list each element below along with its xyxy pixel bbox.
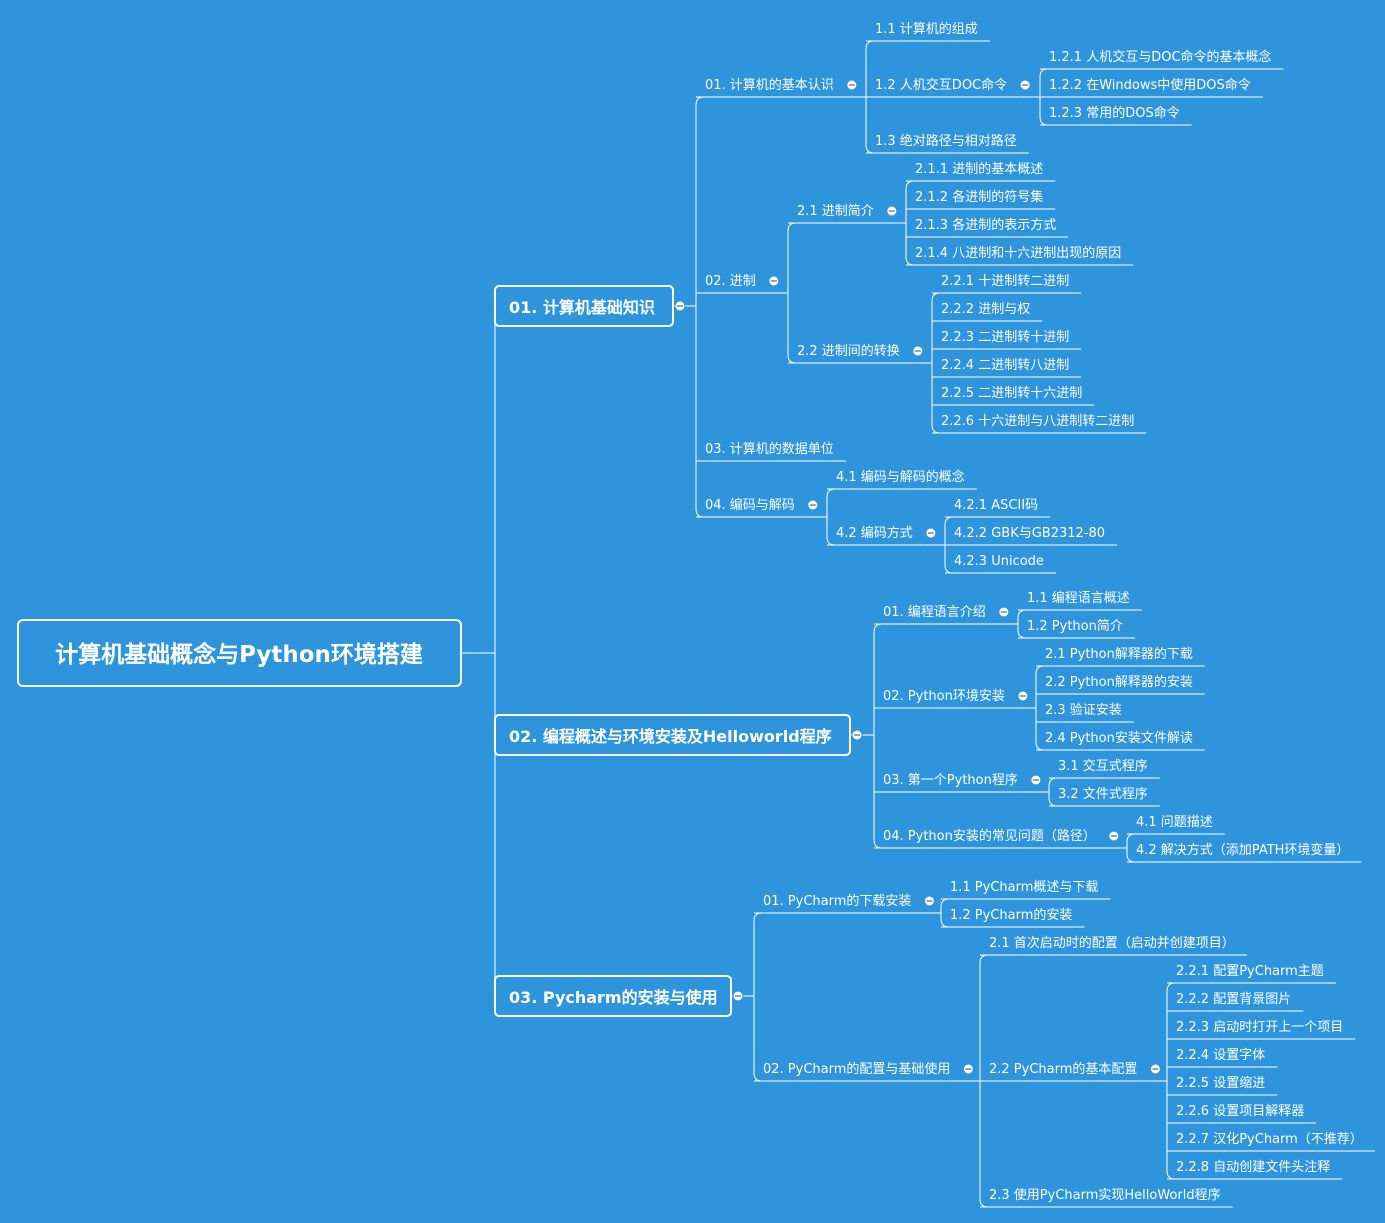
collapse-toggle-icon-1.1[interactable]: [1017, 690, 1029, 702]
topic-label-1-1-3: 2.4 Python安装文件解读: [1045, 731, 1193, 746]
topic-label-0-2: 03. 计算机的数据单位: [705, 441, 834, 457]
collapse-toggle-icon-0.1.1[interactable]: [912, 345, 924, 357]
topic-label-2-0: 01. PyCharm的下载安装: [763, 893, 911, 909]
topic-label-0-1-0-3: 2.1.4 八进制和十六进制出现的原因: [915, 245, 1121, 261]
topic-label-1-2-0: 3.1 交互式程序: [1058, 758, 1148, 774]
topic-label-2-1-1-1: 2.2.2 配置背景图片: [1176, 992, 1291, 1007]
topic-label-1-2-1: 3.2 文件式程序: [1058, 787, 1148, 802]
topic-label-1-3: 04. Python安装的常见问题（路径）: [883, 828, 1096, 844]
collapse-toggle-icon-2[interactable]: [732, 990, 744, 1002]
collapse-toggle-icon-1.3[interactable]: [1108, 830, 1120, 842]
topic-label-0-1-0: 2.1 进制简介: [797, 203, 874, 219]
connector-lines: [461, 40, 1375, 1208]
topic-label-0-3: 04. 编码与解码: [705, 498, 795, 513]
topic-label-2-1-1-6: 2.2.7 汉化PyCharm（不推荐）: [1176, 1132, 1363, 1147]
topic-label-2-1-1-5: 2.2.6 设置项目解释器: [1176, 1104, 1304, 1119]
topic-label-1-0-0: 1.1 编程语言概述: [1027, 591, 1130, 606]
topic-label-2-0-1: 1.2 PyCharm的安装: [950, 907, 1072, 923]
topic-label-2-1-1-0: 2.2.1 配置PyCharm主题: [1176, 964, 1324, 979]
topic-label-0-3-1-0: 4.2.1 ASCII码: [954, 498, 1038, 513]
root-topic-label: 计算机基础概念与Python环境搭建: [55, 641, 423, 668]
topic-label-0-3-1: 4.2 编码方式: [836, 525, 913, 541]
collapse-toggle-icon-2.1.1[interactable]: [1149, 1063, 1161, 1075]
topic-label-0-0-2: 1.3 绝对路径与相对路径: [875, 133, 1017, 149]
collapse-toggle-icon-1.2[interactable]: [1030, 774, 1042, 786]
topic-label-2-1-1-2: 2.2.3 启动时打开上一个项目: [1176, 1020, 1343, 1035]
topic-label-2-1-1: 2.2 PyCharm的基本配置: [989, 1061, 1137, 1077]
topic-label-0-1-1-3: 2.2.4 二进制转八进制: [941, 358, 1069, 373]
topic-label-0-3-1-2: 4.2.3 Unicode: [954, 554, 1044, 569]
topic-label-1-0: 01. 编程语言介绍: [883, 605, 986, 620]
topic-label-0-1-0-2: 2.1.3 各进制的表示方式: [915, 217, 1056, 233]
topic-label-0-1-1-4: 2.2.5 二进制转十六进制: [941, 386, 1082, 401]
main-topic-box-1[interactable]: [494, 714, 851, 756]
topic-label-0-1-0-1: 2.1.2 各进制的符号集: [915, 189, 1043, 205]
topic-label-1-0-1: 1.2 Python简介: [1027, 618, 1123, 634]
topic-label-1-1: 02. Python环境安装: [883, 689, 1005, 704]
main-topic-label-0: 01. 计算机基础知识: [509, 298, 655, 317]
topic-label-1-1-1: 2.2 Python解释器的安装: [1045, 674, 1193, 690]
root-topic-box[interactable]: [17, 619, 462, 687]
topic-label-2-1: 02. PyCharm的配置与基础使用: [763, 1061, 950, 1077]
main-topic-label-2: 03. Pycharm的安装与使用: [509, 988, 718, 1007]
topic-label-0-0-1-0: 1.2.1 人机交互与DOC命令的基本概念: [1049, 49, 1272, 65]
topic-label-0-0-1-2: 1.2.3 常用的DOS命令: [1049, 105, 1180, 121]
topic-label-2-1-0: 2.1 首次启动时的配置（启动并创建项目）: [989, 935, 1235, 951]
topic-label-0-1-0-0: 2.1.1 进制的基本概述: [915, 161, 1043, 177]
main-topic-label-1: 02. 编程概述与环境安装及Helloworld程序: [509, 727, 832, 746]
topic-label-1-3-1: 4.2 解决方式（添加PATH环境变量）: [1136, 842, 1349, 858]
collapse-toggle-icon-2.0[interactable]: [923, 895, 935, 907]
collapse-toggle-icon-0.3[interactable]: [807, 499, 819, 511]
topic-label-0-0-1: 1.2 人机交互DOC命令: [875, 77, 1007, 93]
collapse-toggle-icon-0.0[interactable]: [846, 79, 858, 91]
collapse-toggle-icon-0[interactable]: [674, 300, 686, 312]
topic-label-0-0: 01. 计算机的基本认识: [705, 77, 834, 93]
topic-label-2-1-1-7: 2.2.8 自动创建文件头注释: [1176, 1160, 1330, 1175]
topic-label-1-1-2: 2.3 验证安装: [1045, 702, 1122, 718]
collapse-toggle-icon-1[interactable]: [851, 729, 863, 741]
collapse-toggle-icon-1.0[interactable]: [998, 606, 1010, 618]
collapse-toggle-icon-0.1.0[interactable]: [886, 205, 898, 217]
main-topic-box-2[interactable]: [494, 975, 732, 1017]
topic-label-1-2: 03. 第一个Python程序: [883, 773, 1018, 788]
topic-label-0-3-0: 4.1 编码与解码的概念: [836, 469, 965, 485]
topic-label-0-1-1-2: 2.2.3 二进制转十进制: [941, 330, 1069, 345]
topic-label-0-0-1-1: 1.2.2 在Windows中使用DOS命令: [1049, 77, 1251, 93]
topic-label-0-1-1: 2.2 进制间的转换: [797, 343, 900, 359]
node-layer: 计算机基础概念与Python环境搭建 01. 计算机基础知识 01. 计算机的基本认…: [17, 21, 1363, 1203]
topic-label-2-1-1-4: 2.2.5 设置缩进: [1176, 1075, 1265, 1091]
topic-label-0-1-1-1: 2.2.2 进制与权: [941, 301, 1030, 317]
topic-label-1-3-0: 4.1 问题描述: [1136, 815, 1213, 830]
topic-label-0-1-1-5: 2.2.6 十六进制与八进制转二进制: [941, 414, 1134, 429]
collapse-toggle-icon-2.1[interactable]: [962, 1063, 974, 1075]
topic-label-0-1-1-0: 2.2.1 十进制转二进制: [941, 274, 1069, 289]
topic-label-2-1-1-3: 2.2.4 设置字体: [1176, 1048, 1265, 1063]
collapse-toggle-icon-0.3.1[interactable]: [925, 527, 937, 539]
main-topic-box-0[interactable]: [494, 285, 674, 327]
topic-label-0-3-1-1: 4.2.2 GBK与GB2312-80: [954, 526, 1105, 541]
topic-label-2-0-0: 1.1 PyCharm概述与下载: [950, 880, 1098, 895]
topic-label-0-1: 02. 进制: [705, 274, 756, 289]
collapse-toggle-icon-0.1[interactable]: [768, 275, 780, 287]
topic-label-2-1-2: 2.3 使用PyCharm实现HelloWorld程序: [989, 1187, 1221, 1203]
topic-label-0-0-0: 1.1 计算机的组成: [875, 21, 978, 37]
topic-label-1-1-0: 2.1 Python解释器的下载: [1045, 646, 1193, 662]
collapse-toggle-icon-0.0.1[interactable]: [1019, 79, 1031, 91]
